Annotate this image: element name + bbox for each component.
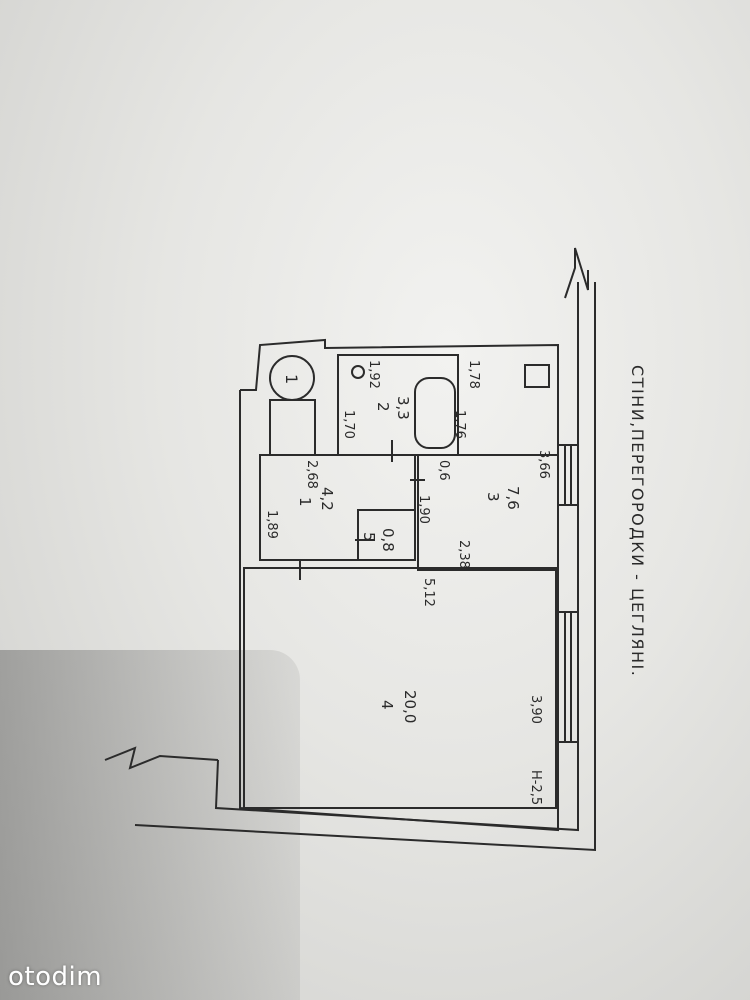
room-3-area: 7,6 [504,486,522,510]
dim-1-89: 1,89 [264,510,279,539]
dim-0-6: 0,6 [436,460,451,481]
room-5-number: 5 [360,532,378,542]
outer-wall [134,282,596,852]
stove [524,364,550,388]
stair-entry [269,399,316,456]
outer-wall-inner [214,282,579,832]
ceiling-height: Н-2,5 [528,770,543,805]
dim-1-92: 1,92 [366,360,381,389]
room-4-outline [243,567,557,809]
room-1-outline [259,454,416,561]
dim-1-78: 1,78 [466,360,481,389]
window-1 [557,444,579,506]
apartment-wall [239,338,559,832]
dim-2-68: 2,68 [304,460,319,489]
dim-1-90: 1,90 [416,495,431,524]
break-mark-top [564,247,589,299]
toilet [351,365,365,379]
watermark-logo: otodim [8,962,103,992]
room-4-area: 20,0 [401,690,419,723]
dim-1-70: 1,70 [341,410,356,439]
room-5-outline [357,509,416,561]
break-mark-bottom [104,746,219,770]
room-2-number: 2 [374,402,392,412]
stair-marker: 1 [282,374,301,384]
room-3-outline [417,454,559,571]
dim-2-38: 2,38 [456,540,471,569]
plan-caption: СТІНИ,ПЕРЕГОРОДКИ - ЦЕГЛЯНІ. [628,365,647,677]
room-5-area: 0,8 [379,528,397,552]
bathtub [414,377,456,449]
room-1-area: 4,2 [318,487,336,511]
room-4-number: 4 [378,700,396,710]
dim-1-76: 1,76 [452,410,467,439]
room-1-number: 1 [296,497,314,507]
dim-3-66: 3,66 [536,450,551,479]
room-2-area: 3,3 [394,396,412,420]
dim-5-12: 5,12 [421,578,436,607]
dim-3-90: 3,90 [528,695,543,724]
window-2 [557,611,579,743]
room-3-number: 3 [484,492,502,502]
